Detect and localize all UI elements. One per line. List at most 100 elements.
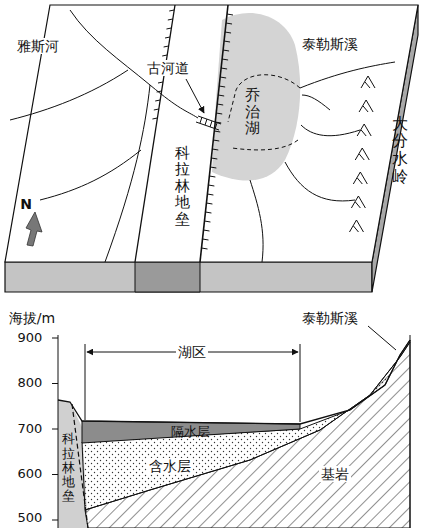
leader-line [368, 326, 396, 350]
lake-name: 乔治湖 [245, 87, 260, 137]
illustration-part [220, 77, 226, 78]
illustration-part [215, 123, 217, 129]
layer-label: 隔水层 [171, 425, 210, 440]
illustration-part [207, 194, 213, 195]
cross-section [52, 326, 410, 528]
illustration-part [152, 118, 157, 119]
creek-name: 泰勒斯溪 [300, 36, 360, 52]
illustration-part [198, 116, 221, 124]
illustration-part [361, 76, 375, 88]
illustration-part [203, 239, 209, 240]
front-face [5, 262, 372, 292]
axis-ticks [52, 338, 58, 520]
illustration-part [168, 19, 173, 20]
mountain-symbols [349, 76, 375, 232]
illustration-part [196, 122, 219, 130]
illustration-part [154, 109, 159, 110]
right-border [410, 335, 411, 528]
illustration-part [232, 140, 298, 150]
bracket-left [85, 344, 86, 420]
illustration-part [169, 10, 174, 11]
illustration-part [203, 230, 209, 231]
illustration-part [158, 82, 163, 83]
illustration-part [355, 148, 369, 160]
illustration-part [10, 70, 128, 120]
illustration-part [219, 86, 225, 87]
illustration-part [155, 100, 160, 101]
illustration-part [355, 202, 360, 208]
illustration-part [228, 75, 300, 122]
illustration-part [357, 178, 362, 184]
submerged-channels [228, 75, 300, 150]
bracket-right [300, 344, 301, 422]
illustration-part [210, 121, 212, 127]
illustration-part [224, 41, 230, 42]
illustration-part [226, 23, 232, 24]
illustration-part [213, 140, 219, 141]
illustration-part [212, 149, 218, 150]
tick-value: 600 [18, 467, 43, 482]
illustration-part [202, 248, 208, 249]
illustration-part [353, 226, 358, 232]
illustration-part [164, 46, 169, 47]
illustration-part [221, 68, 227, 69]
illustration-part [40, 150, 141, 200]
illustration-part [227, 14, 233, 15]
illustration-part [216, 113, 222, 114]
illustration-part [361, 130, 366, 136]
illustration-part [285, 162, 355, 201]
illustration-part [357, 124, 371, 136]
horst-front [135, 262, 200, 292]
illustration-part [206, 203, 212, 204]
illustration-part [211, 158, 217, 159]
illustration-part [52, 429, 58, 430]
illustration-part [363, 106, 368, 112]
range-name: 大分水岭 [392, 115, 408, 185]
creek-name: 泰勒斯溪 [300, 310, 360, 326]
illustration-part [165, 37, 170, 38]
illustration-part [200, 117, 202, 123]
illustration-part [217, 104, 223, 105]
illustration-part [218, 95, 224, 96]
feature-name: 古河道 [145, 60, 191, 76]
lake [212, 13, 300, 181]
tick-value: 700 [18, 422, 43, 437]
illustration-part [359, 154, 364, 160]
illustration-part [223, 50, 229, 51]
tick-value: 800 [18, 376, 43, 391]
top-face [5, 5, 418, 262]
ancient-channel [196, 116, 221, 130]
fault-left [135, 5, 175, 262]
illustration-part [210, 167, 216, 168]
horst-name: 科拉林地垒 [62, 432, 75, 503]
illustration-part [250, 180, 263, 262]
fault-ticks [152, 10, 233, 249]
river-name: 雅斯河 [15, 38, 61, 54]
zone-label: 湖区 [176, 344, 208, 360]
horst-name: 科拉林地垒 [173, 145, 192, 228]
y-axis [58, 335, 59, 528]
illustration-part [70, 10, 198, 118]
aquitard [82, 421, 300, 443]
axis-title: 海拔/m [9, 310, 55, 326]
illustration-part [52, 520, 58, 521]
illustration-part [205, 119, 207, 125]
illustration-part [52, 474, 58, 475]
illustration-part [365, 82, 370, 88]
illustration-part [301, 125, 360, 136]
fault-right [200, 5, 228, 262]
north-label: N [20, 196, 32, 212]
tick-value: 500 [18, 511, 43, 526]
north-arrow [26, 212, 42, 246]
illustration-part [225, 32, 231, 33]
block-diagram [5, 5, 418, 292]
illustration-part [205, 212, 211, 213]
rivers [10, 10, 395, 262]
illustration-part [209, 176, 215, 177]
illustration-part [351, 196, 365, 208]
illustration-part [52, 338, 58, 339]
aquifer [82, 340, 410, 510]
illustration-part [162, 55, 167, 56]
illustration-part [359, 100, 373, 112]
